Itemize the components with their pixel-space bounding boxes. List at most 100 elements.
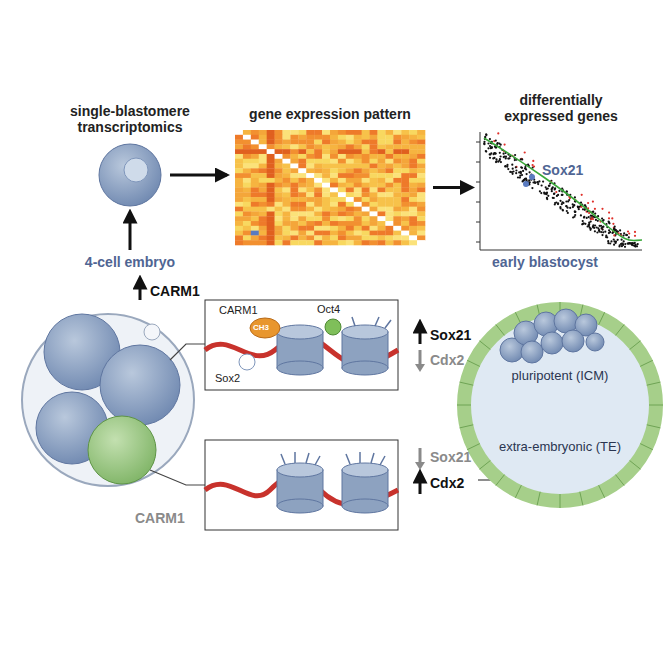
heat-cell (306, 144, 314, 149)
heat-cell (283, 207, 291, 212)
heat-cell (243, 197, 251, 202)
data-point (590, 218, 592, 220)
heat-cell (385, 231, 393, 236)
heat-cell (314, 140, 322, 145)
heat-cell (417, 130, 425, 135)
heat-cell (354, 235, 362, 240)
heat-cell (251, 207, 259, 212)
heat-cell (235, 130, 243, 135)
heat-cell (330, 154, 338, 159)
heat-cell (401, 192, 409, 197)
heat-cell (378, 164, 386, 169)
heat-cell (330, 135, 338, 140)
drawing-part (129, 216, 132, 250)
heat-cell (330, 202, 338, 207)
heat-cell (385, 221, 393, 226)
heat-cell (409, 149, 417, 154)
heat-cell (259, 197, 267, 202)
heat-cell (409, 130, 417, 135)
heat-cell (401, 183, 409, 188)
heat-cell (346, 164, 354, 169)
data-point (553, 193, 555, 195)
data-point (554, 187, 556, 189)
heat-cell (378, 140, 386, 145)
heat-cell (362, 207, 370, 212)
heat-cell (338, 154, 346, 159)
data-point (551, 187, 553, 189)
histone-tail (352, 317, 391, 328)
te-cell-border (496, 475, 505, 486)
heat-cell (322, 140, 330, 145)
box-outline (205, 300, 398, 390)
heat-cell (314, 221, 322, 226)
data-point (572, 216, 574, 218)
data-point (519, 177, 521, 179)
heat-cell (378, 231, 386, 236)
data-point (607, 240, 609, 242)
data-point (634, 245, 636, 247)
data-point (512, 170, 514, 172)
heat-cell (401, 226, 409, 231)
heat-cell (322, 221, 330, 226)
data-point (517, 176, 519, 178)
heat-cell (322, 178, 330, 183)
heat-cell (409, 183, 417, 188)
heat-cell (283, 164, 291, 169)
tick (476, 202, 480, 203)
heat-cell (401, 216, 409, 221)
heat-cell (290, 173, 298, 178)
heat-cell (290, 240, 298, 245)
data-point (506, 166, 508, 168)
stage-label: early blastocyst (470, 254, 620, 270)
heat-cell (354, 159, 362, 164)
heat-cell (298, 216, 306, 221)
heat-cell (306, 159, 314, 164)
nucleus (124, 158, 148, 182)
heat-cell (306, 173, 314, 178)
heat-cell (346, 168, 354, 173)
data-point (572, 206, 574, 208)
flow-arrow (433, 186, 472, 189)
heat-cell (283, 188, 291, 193)
heat-cell (378, 197, 386, 202)
nucleosome (277, 325, 323, 339)
heat-cell (283, 183, 291, 188)
data-point (493, 157, 495, 159)
heat-cell (314, 168, 322, 173)
heat-cell (370, 135, 378, 140)
data-point (594, 208, 596, 210)
heat-cell (283, 211, 291, 216)
heat-cell (354, 183, 362, 188)
data-point (526, 173, 528, 175)
heat-cell (235, 154, 243, 159)
heat-cell (338, 226, 346, 231)
heat-cell (330, 235, 338, 240)
heat-cell (338, 173, 346, 178)
drawing-part (100, 345, 180, 425)
data-point (587, 202, 589, 204)
heat-cell (275, 135, 283, 140)
heat-cell (259, 221, 267, 226)
heat-cell (243, 235, 251, 240)
heat-cell (346, 183, 354, 188)
data-point (581, 223, 583, 225)
data-point (595, 219, 597, 221)
data-point (602, 226, 604, 228)
heat-cell (314, 192, 322, 197)
heat-cell (370, 226, 378, 231)
data-point (565, 205, 567, 207)
heat-cell (338, 135, 346, 140)
heat-cell (346, 188, 354, 193)
data-point (629, 242, 631, 244)
heat-cell (330, 183, 338, 188)
heat-cell (393, 216, 401, 221)
heat-cell (346, 130, 354, 135)
heat-cell (322, 144, 330, 149)
heat-cell (417, 207, 425, 212)
heat-cell (393, 188, 401, 193)
heat-cell (267, 135, 275, 140)
data-point (627, 230, 629, 232)
data-point (485, 150, 487, 152)
heat-cell (322, 159, 330, 164)
heat-cell (378, 240, 386, 245)
